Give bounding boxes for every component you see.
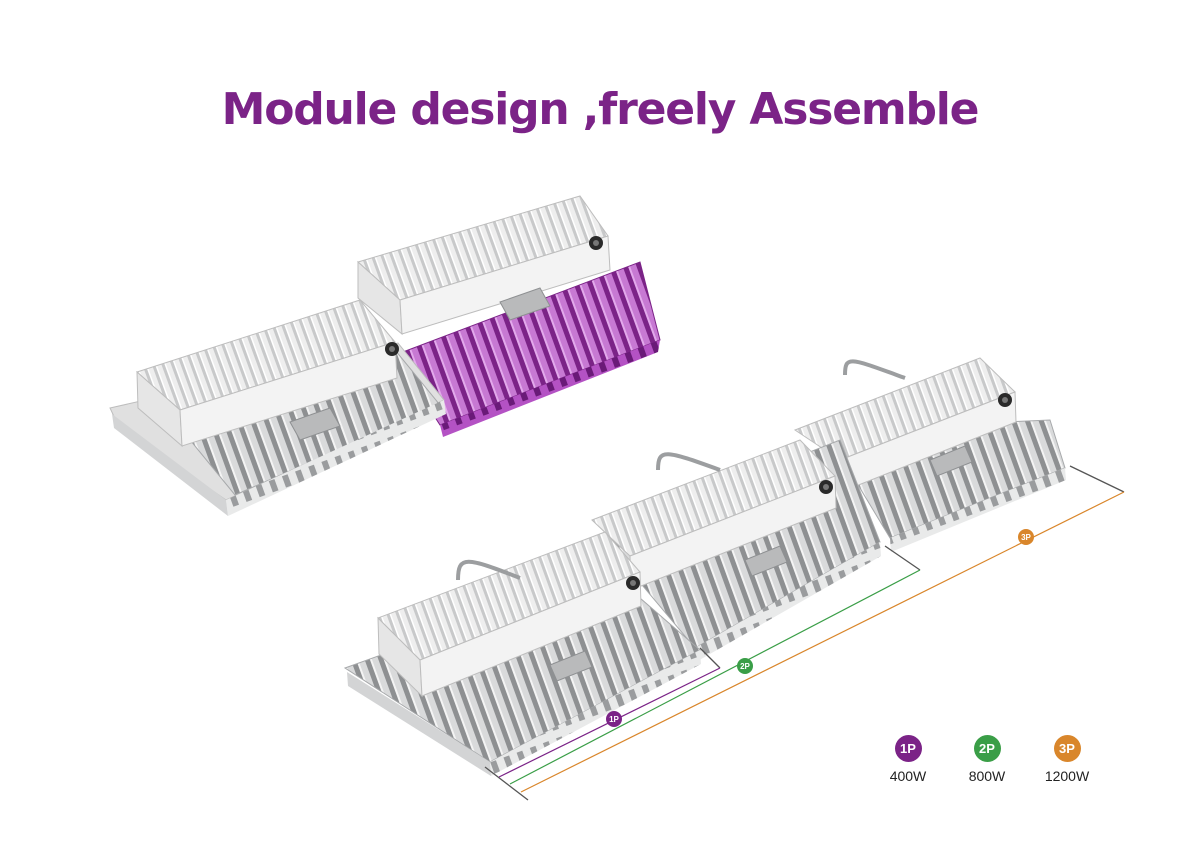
page-title: Module design ,freely Assemble: [221, 84, 980, 135]
legend-item-3p: 3P 1200W: [1027, 735, 1107, 784]
dimension-tag-1p: 1P: [606, 711, 622, 727]
legend-badge-1p: 1P: [894, 735, 922, 762]
svg-text:1P: 1P: [609, 715, 619, 724]
legend-power-2p: 800W: [968, 768, 1006, 784]
left-assembly: [109, 195, 661, 516]
dimension-lines: 1P 2P 3P: [484, 465, 1125, 801]
legend-power-3p: 1200W: [1044, 768, 1090, 784]
dimension-line-2p: [509, 569, 921, 785]
svg-text:3P: 3P: [1021, 533, 1031, 542]
legend-item-2p: 2P 800W: [947, 735, 1027, 784]
right-assembly: [343, 357, 1066, 776]
dimension-tag-3p: 3P: [1018, 529, 1034, 545]
legend-power-1p: 400W: [889, 768, 927, 784]
svg-text:2P: 2P: [740, 662, 750, 671]
dimension-tag-2p: 2P: [737, 658, 753, 674]
legend-item-1p: 1P 400W: [868, 735, 948, 784]
legend-badge-2p: 2P: [973, 735, 1001, 762]
legend-badge-3p: 3P: [1053, 735, 1081, 762]
